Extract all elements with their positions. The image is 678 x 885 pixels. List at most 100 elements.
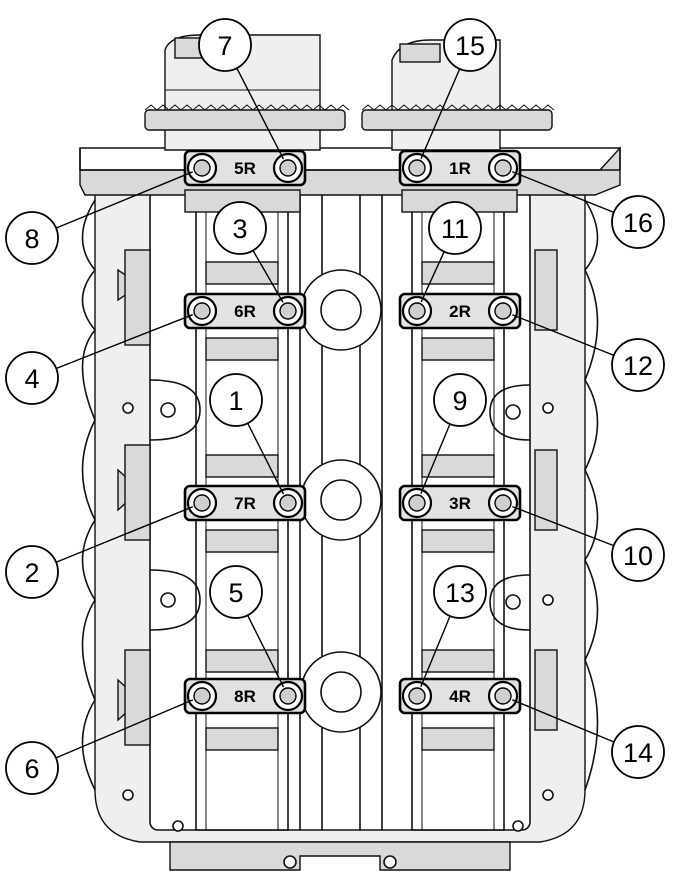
bearing-cap-body [183, 677, 307, 715]
callout-leader [512, 314, 615, 356]
callout-leader [512, 505, 614, 547]
cap-8r: 8R [183, 677, 307, 715]
callout-8: 8 [5, 171, 194, 265]
cap-label: 6R [234, 302, 256, 321]
callout-leader [511, 699, 615, 743]
callout-number: 11 [441, 214, 469, 244]
bearing-cap-body [398, 292, 522, 330]
bearing-cap-body [398, 677, 522, 715]
callout-circle [198, 18, 252, 72]
bolt-socket [279, 687, 297, 705]
bearing-cap-body [398, 149, 522, 187]
cap-label: 3R [449, 494, 471, 513]
callout-leader [252, 250, 284, 303]
callout-15: 15 [420, 18, 497, 160]
bolt-socket [408, 302, 426, 320]
bolt-socket [408, 159, 426, 177]
callout-number: 16 [623, 208, 653, 238]
bolt-socket [408, 494, 426, 512]
bolt-socket [193, 687, 211, 705]
callout-10: 10 [512, 505, 665, 582]
callout-2: 2 [5, 506, 193, 599]
callout-leader [55, 314, 193, 370]
bolt-socket [408, 687, 426, 705]
callout-number: 10 [623, 541, 653, 571]
callout-number: 1 [228, 386, 243, 416]
callout-14: 14 [511, 699, 665, 779]
callout-circle [209, 373, 263, 427]
callout-4: 4 [5, 314, 193, 405]
callout-number: 12 [623, 351, 653, 381]
callout-13: 13 [420, 565, 487, 688]
callout-circle [611, 338, 665, 392]
callout-number: 2 [24, 558, 39, 588]
callout-circle [5, 351, 59, 405]
callout-circle [5, 545, 59, 599]
callout-number: 15 [455, 31, 485, 61]
callout-number: 3 [232, 214, 247, 244]
callout-leader [420, 68, 461, 160]
bolt-socket [494, 302, 512, 320]
bearing-cap-body [183, 484, 307, 522]
cap-label: 1R [449, 159, 471, 178]
cap-1r: 1R [398, 149, 522, 187]
bolt-socket [193, 302, 211, 320]
bolt-socket [279, 302, 297, 320]
callout-circle [433, 565, 487, 619]
callout-7: 7 [198, 18, 285, 160]
callout-3: 3 [213, 201, 284, 303]
cap-label: 2R [449, 302, 471, 321]
bolt-socket [279, 494, 297, 512]
callout-11: 11 [420, 201, 482, 303]
bearing-caps: 5R 1R 6R 2R 7R 3R 8R 4R [183, 149, 522, 715]
callout-6: 6 [5, 699, 194, 795]
callout-number: 7 [217, 31, 232, 61]
callout-circle [5, 211, 59, 265]
bolt-socket [279, 159, 297, 177]
callout-9: 9 [420, 373, 487, 495]
callout-circle [433, 373, 487, 427]
cap-3r: 3R [398, 484, 522, 522]
bolt-socket [494, 687, 512, 705]
callout-leader [512, 171, 615, 213]
cap-2r: 2R [398, 292, 522, 330]
bolt-socket [494, 159, 512, 177]
bolt-socket [193, 494, 211, 512]
cap-7r: 7R [183, 484, 307, 522]
callout-circle [611, 725, 665, 779]
cap-4r: 4R [398, 677, 522, 715]
callout-circle [611, 528, 665, 582]
callout-circle [209, 565, 263, 619]
cap-label: 7R [234, 494, 256, 513]
callout-number: 14 [623, 738, 653, 768]
callout-number: 6 [24, 754, 39, 784]
callout-circle [213, 201, 267, 255]
callout-leader [55, 506, 193, 563]
bolt-socket [193, 159, 211, 177]
callout-number: 4 [24, 364, 39, 394]
bearing-cap-body [398, 484, 522, 522]
callout-leader [420, 251, 445, 303]
callout-leader [55, 171, 194, 229]
bolt-socket [494, 494, 512, 512]
cap-label: 5R [234, 159, 256, 178]
cylinder-head-outline [79, 34, 621, 871]
callout-16: 16 [512, 171, 665, 249]
callout-number: 8 [24, 224, 39, 254]
callout-leader [420, 615, 451, 688]
callout-circle [5, 741, 59, 795]
callout-leader [236, 67, 285, 160]
callout-number: 5 [228, 578, 243, 608]
callout-leader [420, 423, 451, 495]
callout-12: 12 [512, 314, 665, 392]
callout-circle [611, 195, 665, 249]
callout-leader [55, 699, 194, 759]
cap-6r: 6R [183, 292, 307, 330]
bearing-cap-body [183, 149, 307, 187]
callout-1: 1 [209, 373, 285, 495]
callout-5: 5 [209, 565, 285, 688]
bearing-cap-body [183, 292, 307, 330]
callout-circle [428, 201, 482, 255]
